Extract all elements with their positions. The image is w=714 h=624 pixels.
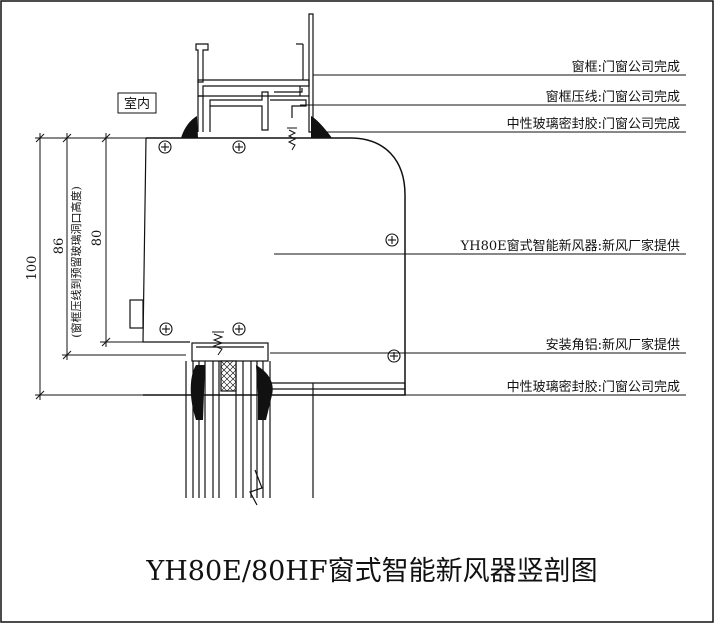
callout-label-6: 中性玻璃密封胶:门窗公司完成 bbox=[507, 379, 680, 395]
ventilator-outline bbox=[143, 137, 406, 396]
screw-head-4 bbox=[159, 322, 173, 336]
callout-label-4: YH80E窗式智能新风器:新风厂家提供 bbox=[460, 238, 680, 254]
screw-head-1 bbox=[158, 140, 172, 154]
callout-label-2: 窗框压线:门窗公司完成 bbox=[546, 89, 680, 105]
sealant-top-left bbox=[181, 116, 198, 138]
dim-100-label: 100 bbox=[25, 256, 40, 281]
screw-head-5 bbox=[232, 322, 246, 336]
dim-80-label: 80 bbox=[90, 230, 105, 247]
room-label: 室内 bbox=[124, 96, 150, 112]
screw-heads bbox=[158, 140, 401, 363]
dimension-lines bbox=[35, 133, 186, 400]
screw-bottom bbox=[212, 331, 224, 356]
sealant-bottom-right bbox=[256, 365, 273, 395]
room-label-box bbox=[117, 92, 157, 114]
dim-86-label: 86 bbox=[52, 238, 67, 255]
sealant-top-right bbox=[311, 116, 332, 138]
callout-lines bbox=[268, 74, 686, 396]
lower-frame-profile bbox=[185, 342, 406, 498]
screw-head-3 bbox=[385, 233, 399, 247]
ventilator-tab bbox=[129, 299, 144, 329]
sealant-bottom-left bbox=[190, 365, 205, 420]
callout-label-3: 中性玻璃密封胶:门窗公司完成 bbox=[507, 116, 680, 132]
dim-86-note: (窗框压线到预留玻璃洞口高度) bbox=[69, 186, 83, 338]
callout-label-1: 窗框:门窗公司完成 bbox=[572, 59, 680, 75]
screw-head-6 bbox=[387, 349, 401, 363]
drawing-title: YH80E/80HF窗式智能新风器竖剖图 bbox=[145, 556, 597, 587]
screw-head-2 bbox=[232, 140, 246, 154]
screw-top bbox=[287, 127, 297, 151]
window-frame-profile bbox=[195, 13, 314, 133]
break-mark bbox=[249, 469, 263, 506]
callout-label-5: 安装角铝:新风厂家提供 bbox=[546, 337, 680, 353]
